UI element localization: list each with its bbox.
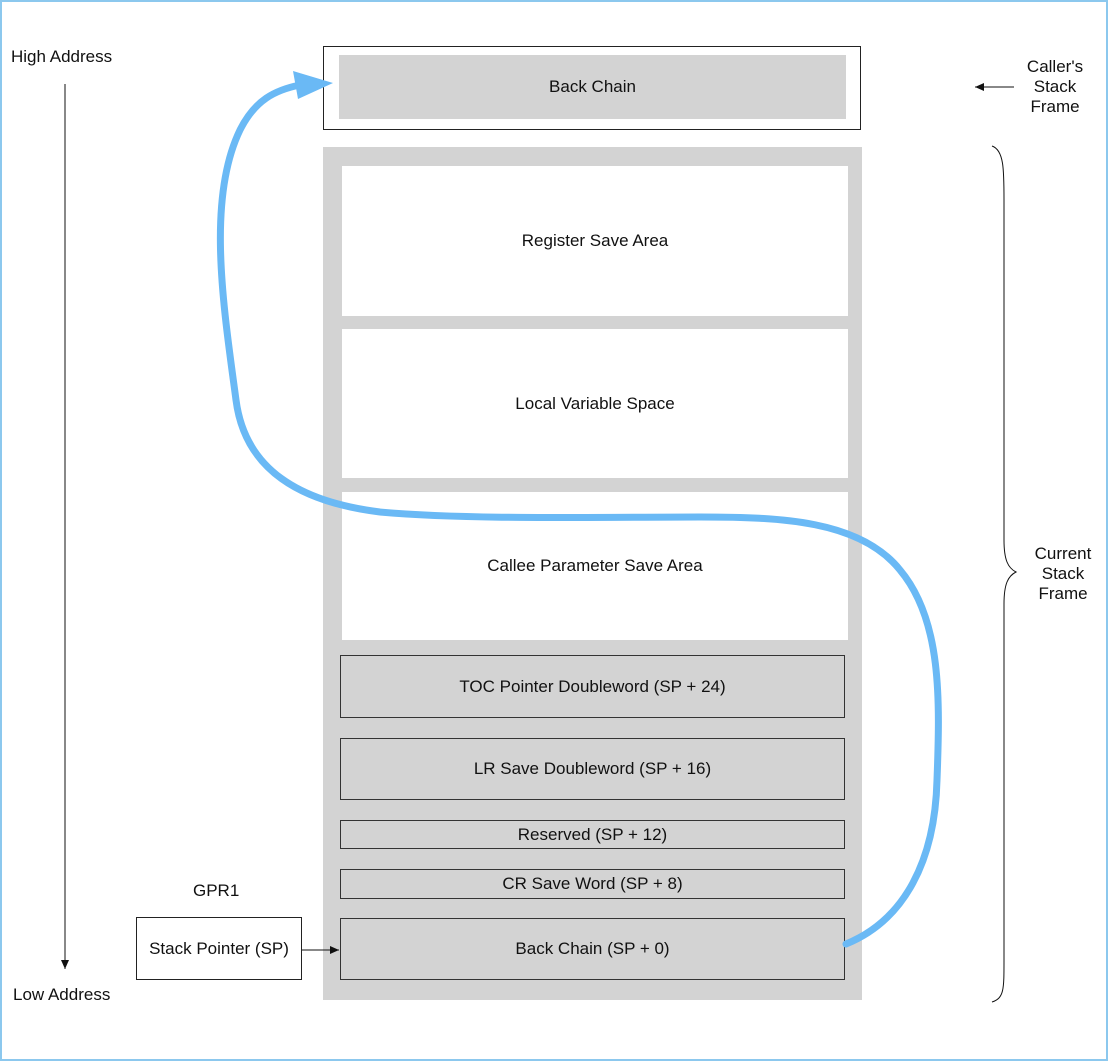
stack-pointer-box: Stack Pointer (SP) <box>136 917 302 980</box>
reserved-word: Reserved (SP + 12) <box>340 820 845 849</box>
callers-stack-frame-label: Caller's Stack Frame <box>1026 57 1084 116</box>
register-save-area: Register Save Area <box>342 166 848 316</box>
lr-save-doubleword: LR Save Doubleword (SP + 16) <box>340 738 845 800</box>
cr-save-word: CR Save Word (SP + 8) <box>340 869 845 899</box>
back-chain-sp: Back Chain (SP + 0) <box>340 918 845 980</box>
toc-pointer-doubleword: TOC Pointer Doubleword (SP + 24) <box>340 655 845 718</box>
high-address-label: High Address <box>11 47 113 66</box>
back-chain-link-arrow <box>216 81 942 948</box>
back-chain-link-arrowhead <box>293 71 333 99</box>
low-address-label: Low Address <box>13 985 111 1004</box>
local-variable-space: Local Variable Space <box>342 329 848 478</box>
current-frame-brace <box>991 145 1018 1003</box>
caller-back-chain-label: Back Chain <box>549 77 636 96</box>
caller-back-chain: Back Chain <box>339 55 846 119</box>
gpr1-label: GPR1 <box>193 881 240 900</box>
current-stack-frame-label: Current Stack Frame <box>1034 544 1092 603</box>
